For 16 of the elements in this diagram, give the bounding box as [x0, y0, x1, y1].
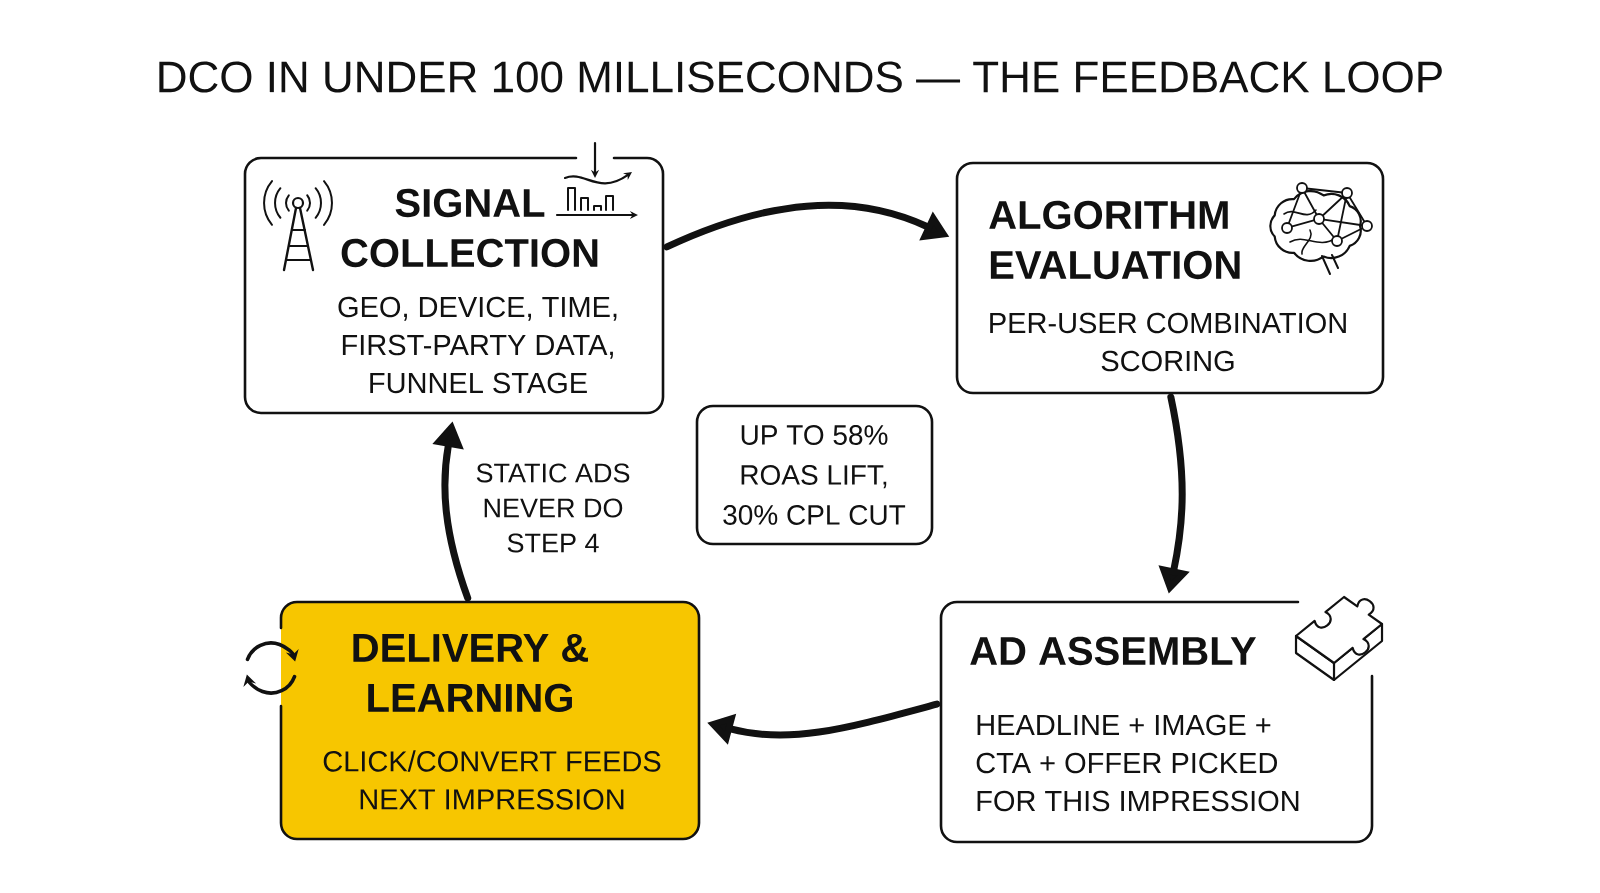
step-description: GEO, DEVICE, TIME, FIRST-PARTY DATA, FUNNEL STAGE: [338, 296, 617, 394]
step-description: PER-USER COMBINATION SCORING: [990, 312, 1346, 372]
process-box: [939, 600, 1374, 844]
step-title: SIGNAL COLLECTION: [341, 188, 598, 268]
callout-text: UP TO 58% ROAS LIFT, 30% CPL CUT: [723, 425, 906, 525]
callout-box: [695, 404, 934, 546]
process-box: [243, 156, 665, 415]
step-title: DELIVERY & LEARNING: [353, 633, 588, 712]
step-title: ALGORITHM EVALUATION: [989, 200, 1240, 280]
process-box: [279, 600, 701, 841]
step-description: CLICK/CONVERT FEEDS NEXT IMPRESSION: [323, 750, 661, 810]
step-description: HEADLINE + IMAGE + CTA + OFFER PICKED FOR THIS IMPRESSION: [976, 714, 1299, 812]
step-title: AD ASSEMBLY: [970, 636, 1257, 666]
edge-label: STATIC ADS NEVER DO STEP 4: [462, 461, 644, 555]
title: DCO IN UNDER 100 MILLISECONDS — THE FEEDBACK LOOP: [159, 61, 1442, 93]
process-box: [955, 161, 1385, 395]
